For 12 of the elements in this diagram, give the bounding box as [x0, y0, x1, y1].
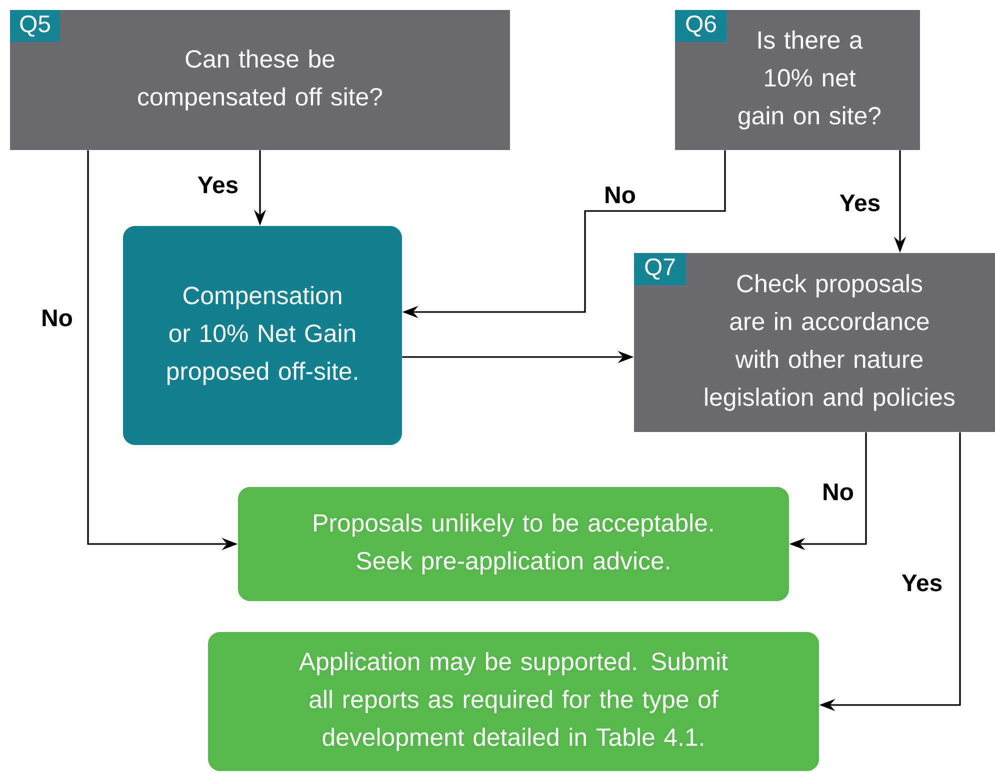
edge-label: Yes [838, 194, 882, 212]
edge-label: Yes [196, 176, 240, 194]
process-box: Compensation or 10% Net Gain proposed off-site. [123, 226, 402, 445]
tag-label: Q7 [634, 253, 686, 285]
outcome-box: Application may be supported. Submit all reports as required for the type of development detailed in Table 4.1. [208, 632, 819, 771]
tag-label: Q6 [675, 10, 727, 42]
edge-label: No [40, 308, 74, 328]
edge-label: No [603, 186, 637, 204]
outcome-box: Proposals unlikely to be acceptable. Seek pre-application advice. [238, 487, 789, 601]
edge-label: No [821, 482, 855, 502]
edge-label: Yes [900, 574, 944, 592]
tag-label: Q5 [10, 10, 60, 42]
